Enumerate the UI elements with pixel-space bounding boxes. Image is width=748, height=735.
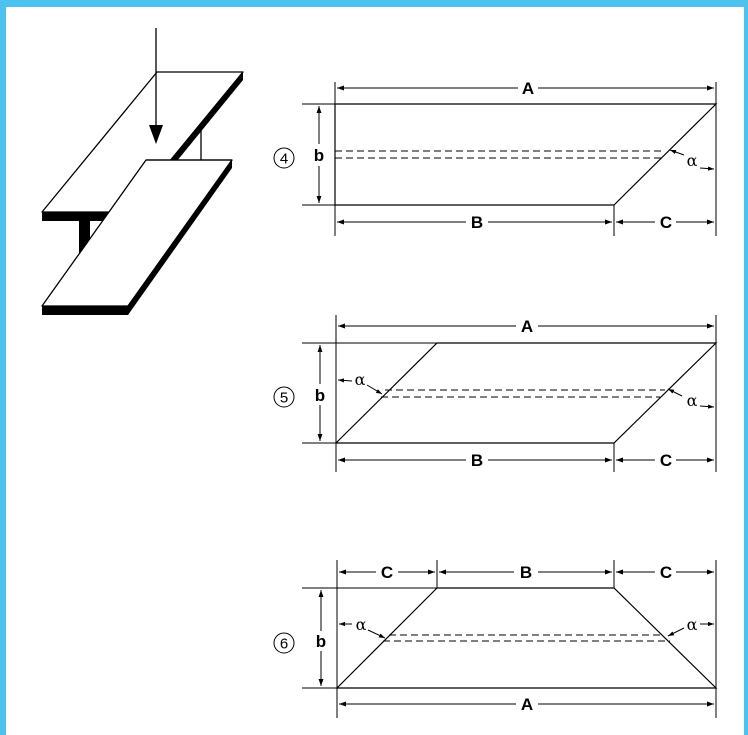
diagram-4-label-C: C (660, 213, 672, 232)
diagram-6-label-alpha-left: α (356, 615, 367, 634)
i-beam-with-load-arrow-icon (41, 28, 244, 315)
diagram-6-label-A: A (521, 695, 533, 714)
diagram-5-label-alpha-left: α (355, 370, 366, 389)
diagram-6-label-alpha-right: α (687, 615, 698, 634)
diagram-4-label-B: B (471, 213, 483, 232)
diagram-5-number: 5 (280, 390, 288, 407)
diagram-6 (273, 560, 718, 718)
diagram-6-label-B: B (520, 563, 532, 582)
diagram-4-number-badge (273, 147, 295, 169)
diagram-5 (273, 315, 718, 472)
diagram-5-label-alpha-right: α (687, 391, 698, 410)
diagram-6-number-badge (273, 632, 295, 654)
diagram-4 (273, 82, 718, 236)
diagram-5-label-b: b (315, 386, 325, 405)
diagram-6-label-b: b (316, 632, 326, 651)
diagram-6-label-C-right: C (660, 563, 672, 582)
diagram-4-label-alpha: α (687, 151, 698, 170)
diagram-5-number-badge (273, 386, 295, 408)
diagram-6-label-C-left: C (381, 563, 393, 582)
diagram-5-label-C: C (660, 451, 672, 470)
diagram-5-label-B: B (471, 451, 483, 470)
diagram-5-label-A: A (521, 317, 533, 336)
diagram-6-number: 6 (280, 636, 288, 653)
diagram-4-label-b: b (314, 146, 324, 165)
diagram-4-label-A: A (522, 79, 534, 98)
diagram-4-number: 4 (280, 151, 288, 168)
